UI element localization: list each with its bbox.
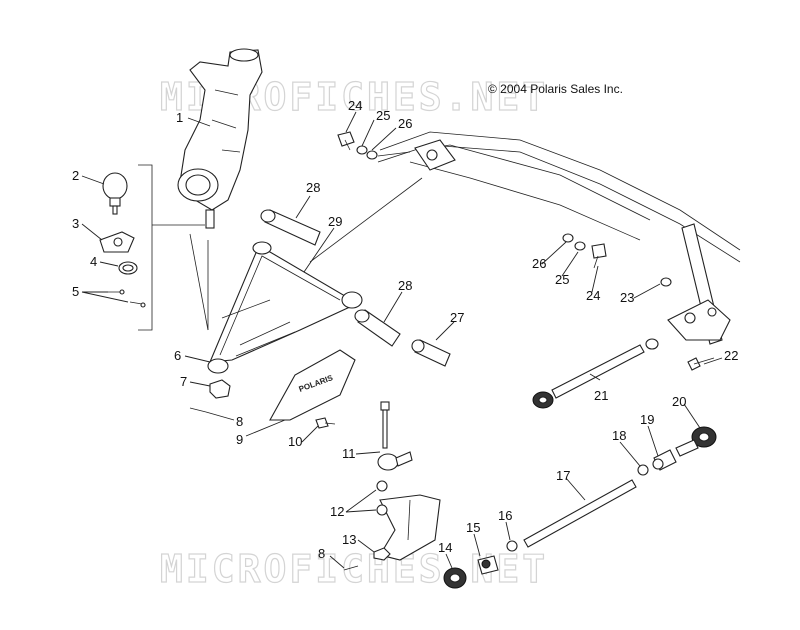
callout-25-top: 25: [376, 108, 390, 123]
group-bracket: [138, 164, 153, 331]
skid-plate: POLARIS: [269, 349, 356, 421]
callout-15: 15: [466, 520, 480, 535]
frame-rail: [377, 131, 741, 263]
callout-22: 22: [724, 348, 738, 363]
nut-23: [660, 277, 672, 287]
callout-20: 20: [672, 394, 686, 409]
callout-7: 7: [180, 374, 187, 389]
callout-25-right: 25: [555, 272, 569, 287]
cotter-pin-upper: [189, 407, 207, 413]
callout-5: 5: [72, 284, 79, 299]
steering-post: [667, 223, 731, 345]
callout-26-right: 26: [532, 256, 546, 271]
callout-17: 17: [556, 468, 570, 483]
hardware-leader-top: [377, 151, 411, 157]
rod-end-bearing: [443, 567, 467, 589]
callout-13: 13: [342, 532, 356, 547]
callout-4: 4: [90, 254, 97, 269]
assembly-line-b: [309, 177, 423, 263]
rivets: [108, 289, 146, 308]
steering-knuckle: [177, 48, 263, 229]
callout-21: 21: [594, 388, 608, 403]
callout-8-upper: 8: [236, 414, 243, 429]
callout-16: 16: [498, 508, 512, 523]
adjuster-sleeve: [652, 449, 677, 471]
callout-2: 2: [72, 168, 79, 183]
nut-26-top: [366, 150, 378, 160]
copyright-text: © 2004 Polaris Sales Inc.: [488, 82, 623, 96]
cotter-pin-lower: [343, 565, 359, 571]
callout-labels: 1 2 3 4 5 6 7 8 9 10 11 12 13 8 14 15 16…: [72, 98, 738, 561]
drag-link: [532, 338, 659, 409]
bushing-upper: [260, 209, 321, 246]
leader-lines: [81, 111, 723, 569]
callout-28-lower: 28: [398, 278, 412, 293]
castle-nut: [209, 379, 231, 399]
ball-joint-plate: [99, 231, 135, 253]
callout-8-lower: 8: [318, 546, 325, 561]
bolt-small: [315, 417, 336, 429]
jam-nut: [637, 464, 649, 476]
a-arm: [207, 241, 363, 374]
nut-26-right: [562, 233, 574, 243]
tube: [411, 339, 451, 367]
callout-11: 11: [342, 446, 356, 461]
callout-29: 29: [328, 214, 342, 229]
callout-19: 19: [640, 412, 654, 427]
rod-end: [477, 555, 499, 575]
callout-23: 23: [620, 290, 634, 305]
bolt-24-right: [591, 243, 607, 269]
assembly-line-a: [221, 299, 271, 319]
retaining-ring: [118, 261, 138, 275]
ball-joint: [102, 172, 128, 215]
callout-27: 27: [450, 310, 464, 325]
callout-14: 14: [438, 540, 452, 555]
tie-rod-end-outer: [675, 426, 717, 457]
callout-1: 1: [176, 110, 183, 125]
pitman-bolt: [687, 357, 715, 371]
jam-nut-small: [506, 540, 518, 552]
callout-12: 12: [330, 504, 344, 519]
tie-rod-end-inner: [377, 451, 413, 471]
assembly-line-c: [189, 233, 209, 331]
bolt-24-top: [337, 131, 355, 151]
bolt-long: [380, 401, 390, 449]
callout-28-upper: 28: [306, 180, 320, 195]
callout-10: 10: [288, 434, 302, 449]
tie-rod: [523, 479, 637, 548]
callout-24-top: 24: [348, 98, 362, 113]
callout-6: 6: [174, 348, 181, 363]
washer-25-top: [356, 145, 368, 155]
callout-18: 18: [612, 428, 626, 443]
callout-3: 3: [72, 216, 79, 231]
washer-25-right: [574, 241, 586, 251]
bushing-lower: [354, 309, 401, 347]
callout-9: 9: [236, 432, 243, 447]
steering-arm: [373, 480, 441, 561]
callout-26-top: 26: [398, 116, 412, 131]
callout-24-right: 24: [586, 288, 600, 303]
